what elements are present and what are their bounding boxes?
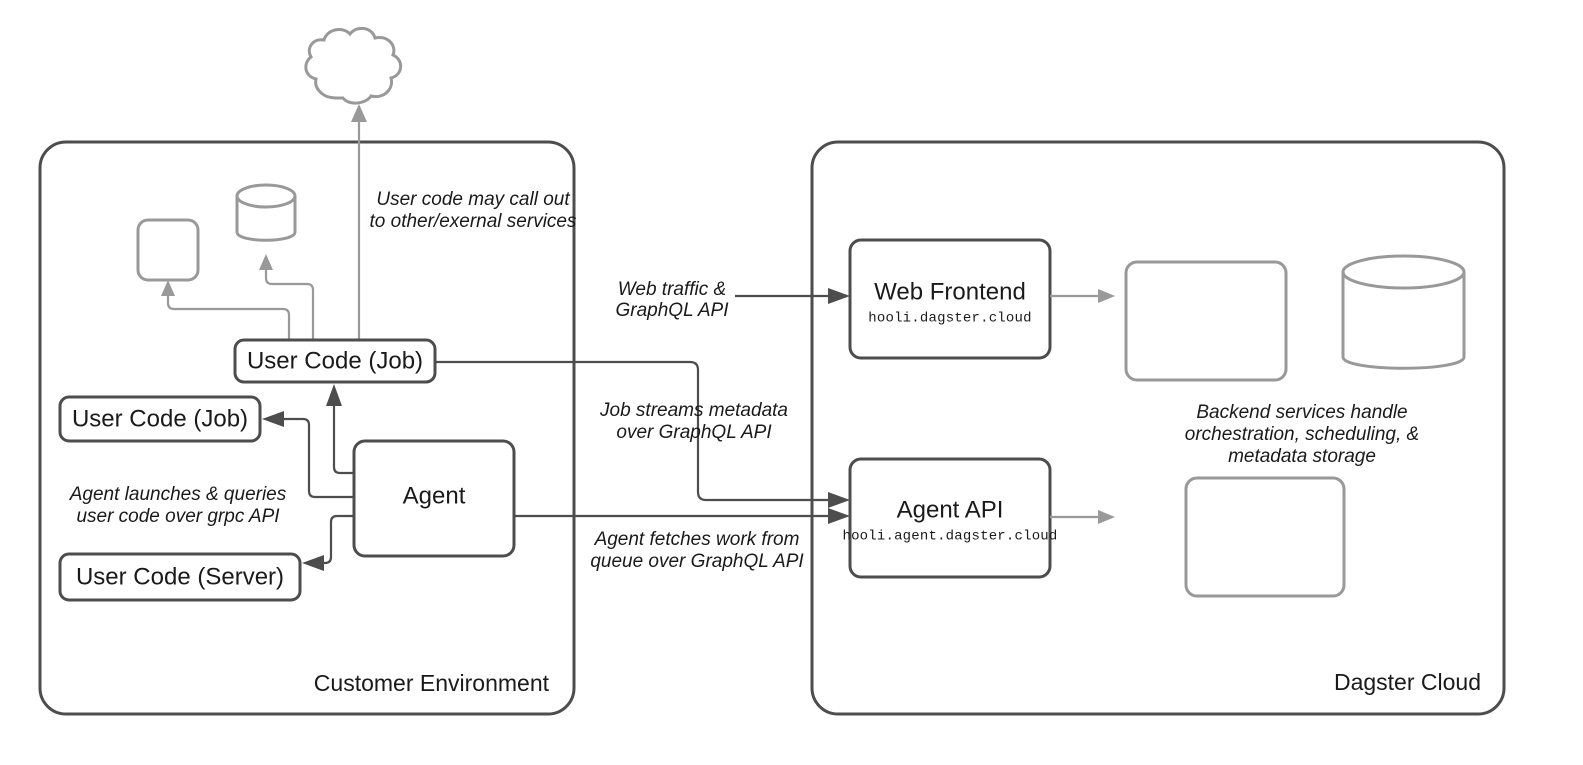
edge-job-streams-metadata (435, 360, 850, 508)
backend-queue-box (1184, 476, 1346, 598)
annotation-agent-fetches-note: Agent fetches work from queue over Graph… (590, 529, 804, 572)
node-user-code-server[interactable]: User Code (Server) (58, 552, 302, 602)
annotation-line: Agent fetches work from (594, 529, 800, 550)
backend-datastore-icon (1341, 254, 1466, 370)
node-user-code-job-top[interactable]: User Code (Job) (233, 338, 437, 384)
annotation-line: to other/exernal services (370, 211, 577, 232)
external-cloud-icon (304, 26, 403, 105)
node-agent-api[interactable]: Agent API hooli.agent.dagster.cloud (842, 457, 1057, 579)
node-sublabel-web-frontend: hooli.dagster.cloud (868, 311, 1031, 327)
annotation-line: metadata storage (1228, 446, 1376, 467)
backend-service-box (1124, 260, 1288, 382)
annotation-job-streams-note: Job streams metadata over GraphQL API (599, 400, 788, 443)
node-label-web-frontend: Web Frontend (874, 278, 1026, 305)
annotation-line: Backend services handle (1196, 402, 1407, 423)
annotation-external-services-note: User code may call out to other/exernal … (370, 189, 577, 232)
node-sublabel-agent-api: hooli.agent.dagster.cloud (842, 529, 1057, 545)
annotation-line: queue over GraphQL API (590, 551, 804, 572)
edge-usercode-to-external-datastore (259, 254, 315, 340)
node-label-user-code-job-top: User Code (Job) (247, 347, 423, 374)
annotation-line: over GraphQL API (616, 422, 772, 443)
edge-agent-api-to-backend-queue (1050, 510, 1115, 524)
annotation-line: orchestration, scheduling, & (1185, 424, 1419, 445)
container-label-customer-environment: Customer Environment (314, 670, 550, 696)
edge-usercode-to-external-cloud (351, 104, 367, 340)
external-datastore-icon (235, 183, 297, 242)
node-label-agent: Agent (403, 482, 466, 509)
annotation-backend-services-note: Backend services handle orchestration, s… (1185, 402, 1419, 467)
node-agent[interactable]: Agent (352, 439, 516, 558)
edge-agent-to-user-code-job-top (326, 384, 354, 475)
annotation-line: user code over grpc API (76, 506, 280, 527)
node-user-code-job-left[interactable]: User Code (Job) (58, 395, 262, 443)
edge-web-frontend-to-backend-service (1050, 289, 1115, 303)
annotation-line: Web traffic & (618, 279, 726, 300)
container-label-dagster-cloud: Dagster Cloud (1334, 669, 1481, 695)
node-web-frontend[interactable]: Web Frontend hooli.dagster.cloud (848, 238, 1052, 360)
annotation-line: User code may call out (376, 189, 570, 210)
annotation-web-traffic-note: Web traffic & GraphQL API (615, 279, 729, 321)
node-label-agent-api: Agent API (897, 496, 1004, 523)
annotation-line: Agent launches & queries (69, 484, 287, 505)
edge-agent-to-user-code-server (302, 514, 354, 571)
edge-agent-to-user-code-job-left (262, 411, 354, 499)
annotation-agent-launches-note: Agent launches & queries user code over … (69, 484, 287, 527)
external-service-box (136, 218, 200, 282)
annotation-line: Job streams metadata (599, 400, 788, 421)
edge-web-traffic (735, 288, 850, 304)
node-label-user-code-server: User Code (Server) (76, 563, 284, 590)
node-label-user-code-job-left: User Code (Job) (72, 405, 248, 432)
edge-usercode-to-external-service (161, 280, 291, 340)
edge-agent-fetches-work (514, 508, 850, 524)
annotation-line: GraphQL API (615, 300, 729, 321)
